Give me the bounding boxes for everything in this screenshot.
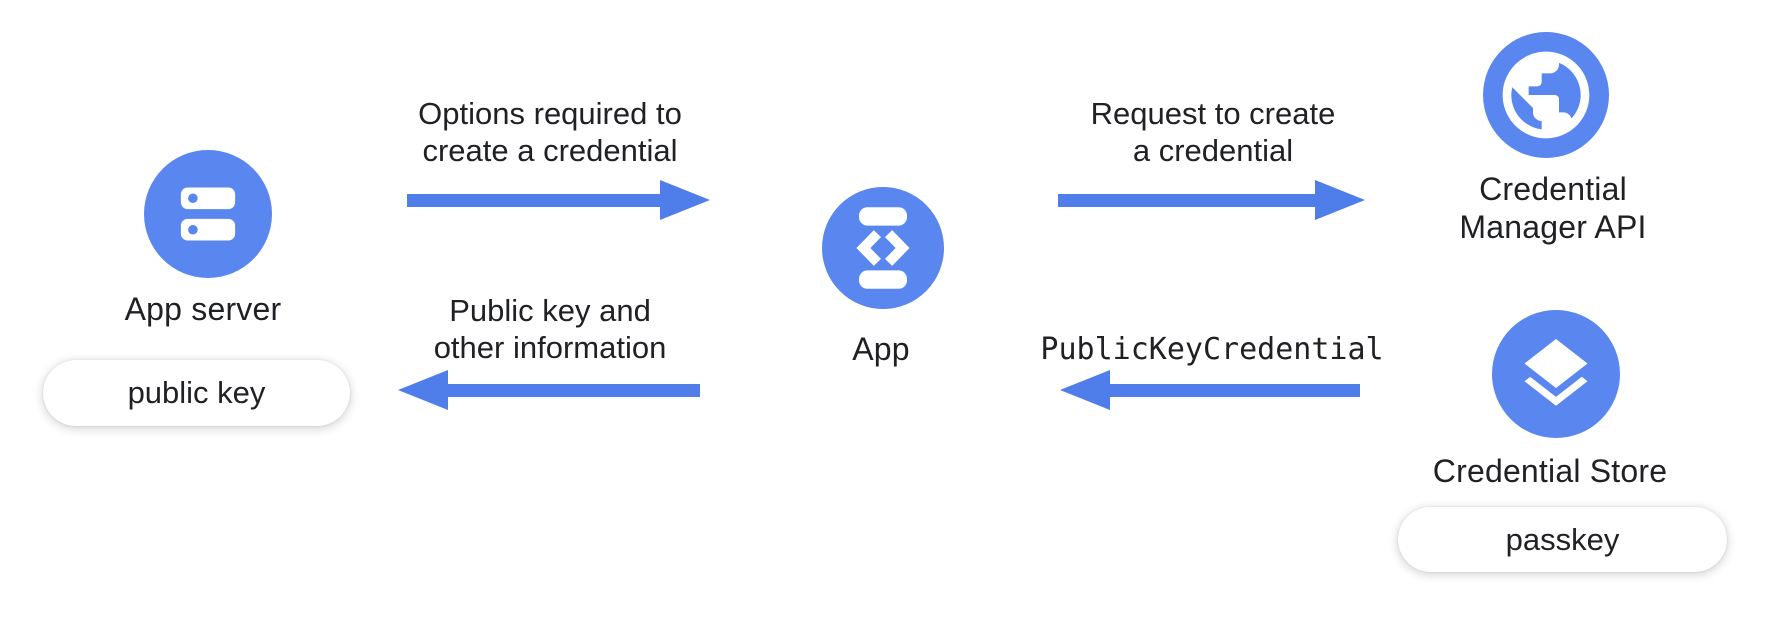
arrow-label-public-key-info: Public key and other information [390, 292, 710, 366]
arrow-left-public-key-info [398, 370, 700, 410]
layers-icon [1514, 332, 1598, 416]
arrow-right-request-create [1058, 180, 1365, 220]
credential-store-node [1492, 310, 1620, 438]
credential-store-label: Credential Store [1432, 453, 1668, 489]
arrow-label-public-key-info-line2: other information [433, 330, 667, 365]
arrow-head-right-icon [660, 180, 710, 220]
app-server-node [144, 150, 272, 278]
globe-icon [1494, 43, 1598, 147]
arrow-shaft [1110, 383, 1360, 397]
arrow-label-publickeycredential: PublicKeyCredential [1040, 332, 1384, 367]
arrow-left-publickeycredential [1060, 370, 1360, 410]
arrow-label-request-create: Request to create a credential [1048, 95, 1378, 169]
credential-manager-api-label-line2: Manager API [1459, 209, 1647, 245]
arrow-shaft [407, 193, 660, 207]
arrow-label-request-create-line2: a credential [1132, 133, 1294, 168]
phone-code-icon [835, 200, 931, 296]
arrow-label-public-key-info-line1: Public key and [449, 293, 651, 328]
arrow-head-left-icon [398, 370, 448, 410]
arrow-head-right-icon [1315, 180, 1365, 220]
arrow-right-options [407, 180, 710, 220]
app-label: App [852, 331, 910, 367]
public-key-pill-label: public key [127, 375, 266, 410]
credential-manager-api-label: Credential Manager API [1403, 170, 1703, 246]
credential-manager-api-node [1483, 32, 1609, 158]
app-server-label: App server [124, 291, 282, 327]
passkey-pill: passkey [1398, 507, 1727, 572]
arrow-label-options: Options required to create a credential [385, 95, 715, 169]
public-key-pill: public key [43, 360, 350, 426]
arrow-head-left-icon [1060, 370, 1110, 410]
arrow-shaft [1058, 193, 1315, 207]
passkey-pill-label: passkey [1505, 521, 1620, 557]
arrow-label-options-line1: Options required to [418, 96, 682, 131]
arrow-label-options-line2: create a credential [422, 133, 678, 168]
app-node [822, 187, 944, 309]
credential-manager-api-label-line1: Credential [1479, 171, 1627, 207]
arrow-label-request-create-line1: Request to create [1090, 96, 1336, 131]
server-icon [171, 177, 245, 251]
arrow-shaft [448, 383, 700, 397]
